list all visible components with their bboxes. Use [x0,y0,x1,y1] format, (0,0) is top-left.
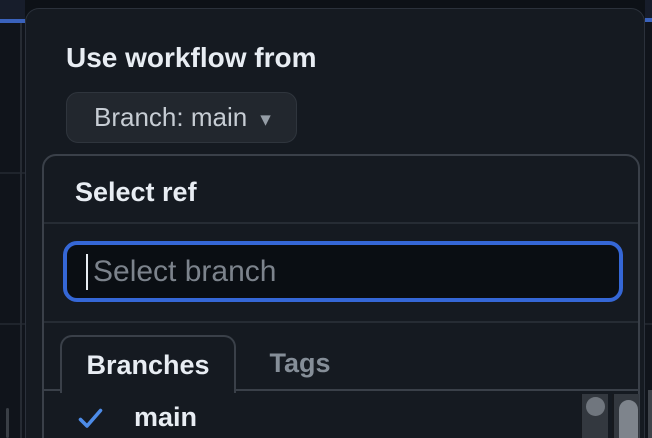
panel-scrollbar[interactable] [612,394,639,438]
tab-tags[interactable]: Tags [236,337,364,389]
header-divider [44,222,638,224]
run-workflow-popover: Use workflow from Branch: main ▾ Select … [25,8,645,438]
tabbar-border [44,389,638,391]
branch-search-input[interactable] [63,241,623,302]
page-panel-border-fragment [20,23,22,438]
page-background-left [0,0,25,438]
list-scrollbar-thumb[interactable] [586,397,605,416]
caret-down-icon: ▾ [260,107,271,131]
text-cursor [86,254,88,290]
page-scrollbar-fragment[interactable] [6,408,9,438]
popover-heading: Use workflow from [66,42,317,73]
page-blue-border-fragment [0,19,25,23]
page-divider-fragment [0,172,25,174]
search-field-wrap [63,241,623,302]
window-scrollbar-fragment[interactable] [648,390,652,438]
ref-select-panel: Select ref Branches Tags [42,154,640,438]
page-divider-fragment [0,323,25,325]
branch-list: main [44,393,639,438]
branch-item-label: main [134,402,198,432]
page-header-fragment [0,0,25,19]
tab-branches-label: Branches [86,349,210,380]
tab-branches[interactable]: Branches [60,335,236,393]
check-icon [78,408,103,428]
list-scrollbar[interactable] [581,394,608,438]
input-divider [44,321,638,323]
panel-scrollbar-thumb[interactable] [619,400,638,438]
tab-tags-label: Tags [269,347,331,378]
page-blue-border-fragment [645,18,652,22]
page-divider-fragment [645,323,652,325]
branch-list-item-main[interactable]: main [44,393,638,438]
branch-dropdown-button[interactable]: Branch: main ▾ [66,92,297,143]
branch-dropdown-label: Branch: main [94,102,248,132]
page-background-right [645,0,652,438]
ref-panel-title: Select ref [75,177,197,207]
page-header-fragment [645,0,652,19]
